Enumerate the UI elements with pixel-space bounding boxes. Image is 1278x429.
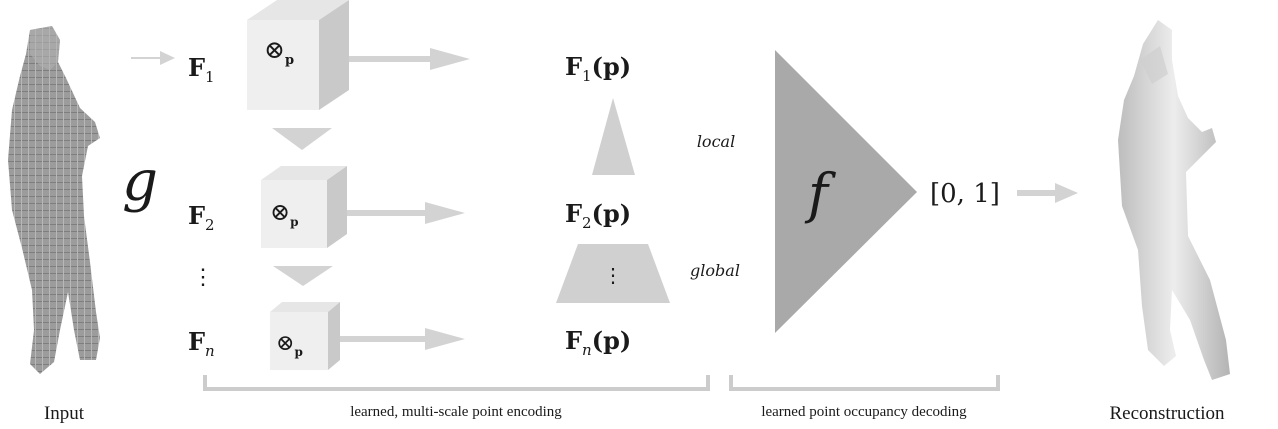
global-label: global (690, 261, 740, 280)
sampled-feature-2: F2(p) (565, 199, 631, 232)
output-arrow (1017, 183, 1078, 203)
decoding-bracket (729, 375, 1000, 391)
decoder-triangle (775, 50, 917, 333)
global-pyramid (556, 244, 670, 303)
global-ellipsis: ⋮ (603, 263, 623, 287)
decoding-caption: learned point occupancy decoding (761, 404, 967, 420)
feature-cube-n (270, 302, 340, 370)
feature-label-2: F2 (188, 201, 215, 234)
feature-label-1: F1 (188, 53, 215, 86)
sample-arrow-2 (347, 202, 465, 224)
feature-label-n: Fn (188, 327, 215, 360)
local-label: local (697, 132, 735, 151)
reconstruction-mesh-figure (1118, 20, 1230, 380)
encoder-symbol: g (122, 149, 158, 214)
input-voxel-figure (8, 26, 100, 374)
output-range: [0, 1] (930, 179, 1000, 209)
sampled-feature-1: F1(p) (565, 52, 631, 85)
feature-cube-1 (247, 0, 349, 110)
encoding-bracket (203, 375, 710, 391)
sampling-operator-1: ⊗p (264, 35, 294, 68)
feature-ellipsis: ⋮ (192, 265, 214, 290)
sampling-operator-2: ⊗p (270, 198, 299, 229)
local-pyramid (592, 98, 635, 175)
sample-arrow-n (340, 328, 465, 350)
downscale-arrow-1 (272, 128, 332, 150)
feature-cube-2 (261, 166, 347, 248)
sampled-feature-n: Fn(p) (565, 326, 631, 359)
input-label: Input (44, 403, 85, 424)
sample-arrow-1 (349, 48, 470, 70)
encoding-caption: learned, multi-scale point encoding (350, 404, 562, 420)
reconstruction-label: Reconstruction (1109, 403, 1225, 424)
downscale-arrow-2 (273, 266, 333, 286)
sampling-operator-n: ⊗p (276, 331, 303, 359)
input-arrow (131, 51, 175, 65)
